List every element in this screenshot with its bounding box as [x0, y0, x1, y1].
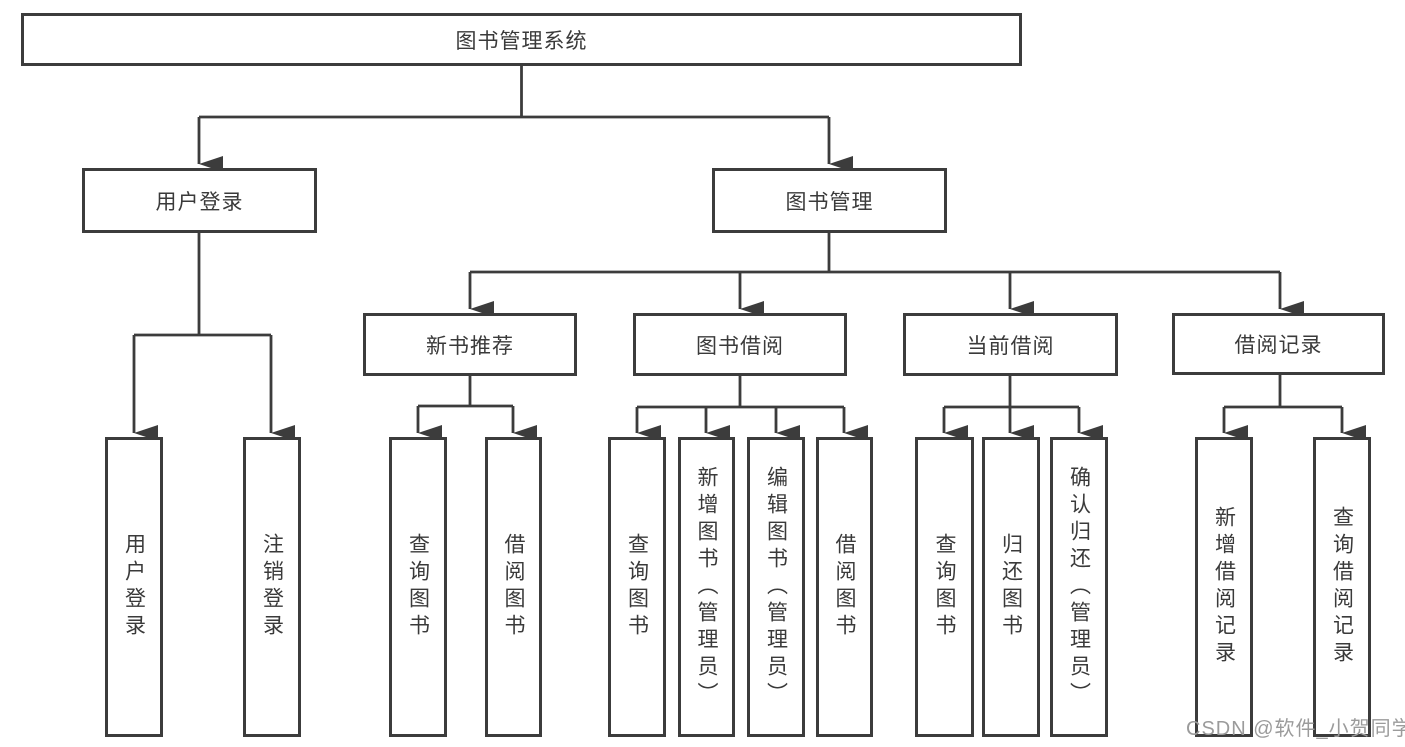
node-book-management: 图书管理	[712, 168, 947, 233]
leaf-query-books-2: 查询图书	[608, 437, 666, 737]
leaf-edit-books-admin-label: 编辑图书（管理员）	[764, 465, 788, 709]
leaf-add-books-admin-label: 新增图书（管理员）	[695, 465, 718, 709]
node-book-management-label: 图书管理	[785, 190, 874, 214]
leaf-query-books-3-label: 查询图书	[933, 533, 956, 641]
leaf-query-borrow-record-label: 查询借阅记录	[1330, 506, 1354, 668]
leaf-query-books-3: 查询图书	[915, 437, 974, 737]
node-borrow-records: 借阅记录	[1172, 313, 1385, 375]
node-new-book-recommend-label: 新书推荐	[426, 334, 514, 358]
leaf-add-borrow-record: 新增借阅记录	[1195, 437, 1253, 737]
leaf-add-borrow-record-label: 新增借阅记录	[1212, 506, 1236, 668]
node-new-book-recommend: 新书推荐	[363, 313, 577, 376]
node-borrow-records-label: 借阅记录	[1234, 334, 1323, 357]
leaf-borrow-books-2-label: 借阅图书	[833, 533, 856, 641]
leaf-borrow-books-2: 借阅图书	[816, 437, 873, 737]
leaf-confirm-return-admin-label: 确认归还（管理员）	[1067, 465, 1091, 709]
leaf-confirm-return-admin: 确认归还（管理员）	[1050, 437, 1108, 737]
csdn-watermark: CSDN @软件_小贺同学	[1186, 718, 1405, 740]
leaf-logout-label: 注销登录	[260, 533, 284, 641]
leaf-query-books-1: 查询图书	[389, 437, 447, 737]
node-root: 图书管理系统	[21, 13, 1022, 66]
leaf-user-login: 用户登录	[105, 437, 163, 737]
leaf-return-books: 归还图书	[982, 437, 1040, 737]
leaf-logout: 注销登录	[243, 437, 301, 737]
leaf-add-books-admin: 新增图书（管理员）	[678, 437, 735, 737]
node-current-borrow-label: 当前借阅	[966, 334, 1055, 358]
leaf-borrow-books-1: 借阅图书	[485, 437, 542, 737]
leaf-query-borrow-record: 查询借阅记录	[1313, 437, 1371, 737]
leaf-user-login-label: 用户登录	[122, 533, 146, 641]
node-book-borrow-label: 图书借阅	[696, 334, 784, 358]
node-book-borrow: 图书借阅	[633, 313, 847, 376]
node-current-borrow: 当前借阅	[903, 313, 1118, 376]
node-root-label: 图书管理系统	[455, 29, 588, 53]
leaf-query-books-2-label: 查询图书	[625, 533, 649, 641]
node-user-login-label: 用户登录	[155, 190, 244, 214]
leaf-query-books-1-label: 查询图书	[406, 533, 430, 641]
leaf-return-books-label: 归还图书	[999, 533, 1023, 641]
node-user-login: 用户登录	[82, 168, 317, 233]
leaf-borrow-books-1-label: 借阅图书	[502, 533, 525, 641]
leaf-edit-books-admin: 编辑图书（管理员）	[747, 437, 805, 737]
